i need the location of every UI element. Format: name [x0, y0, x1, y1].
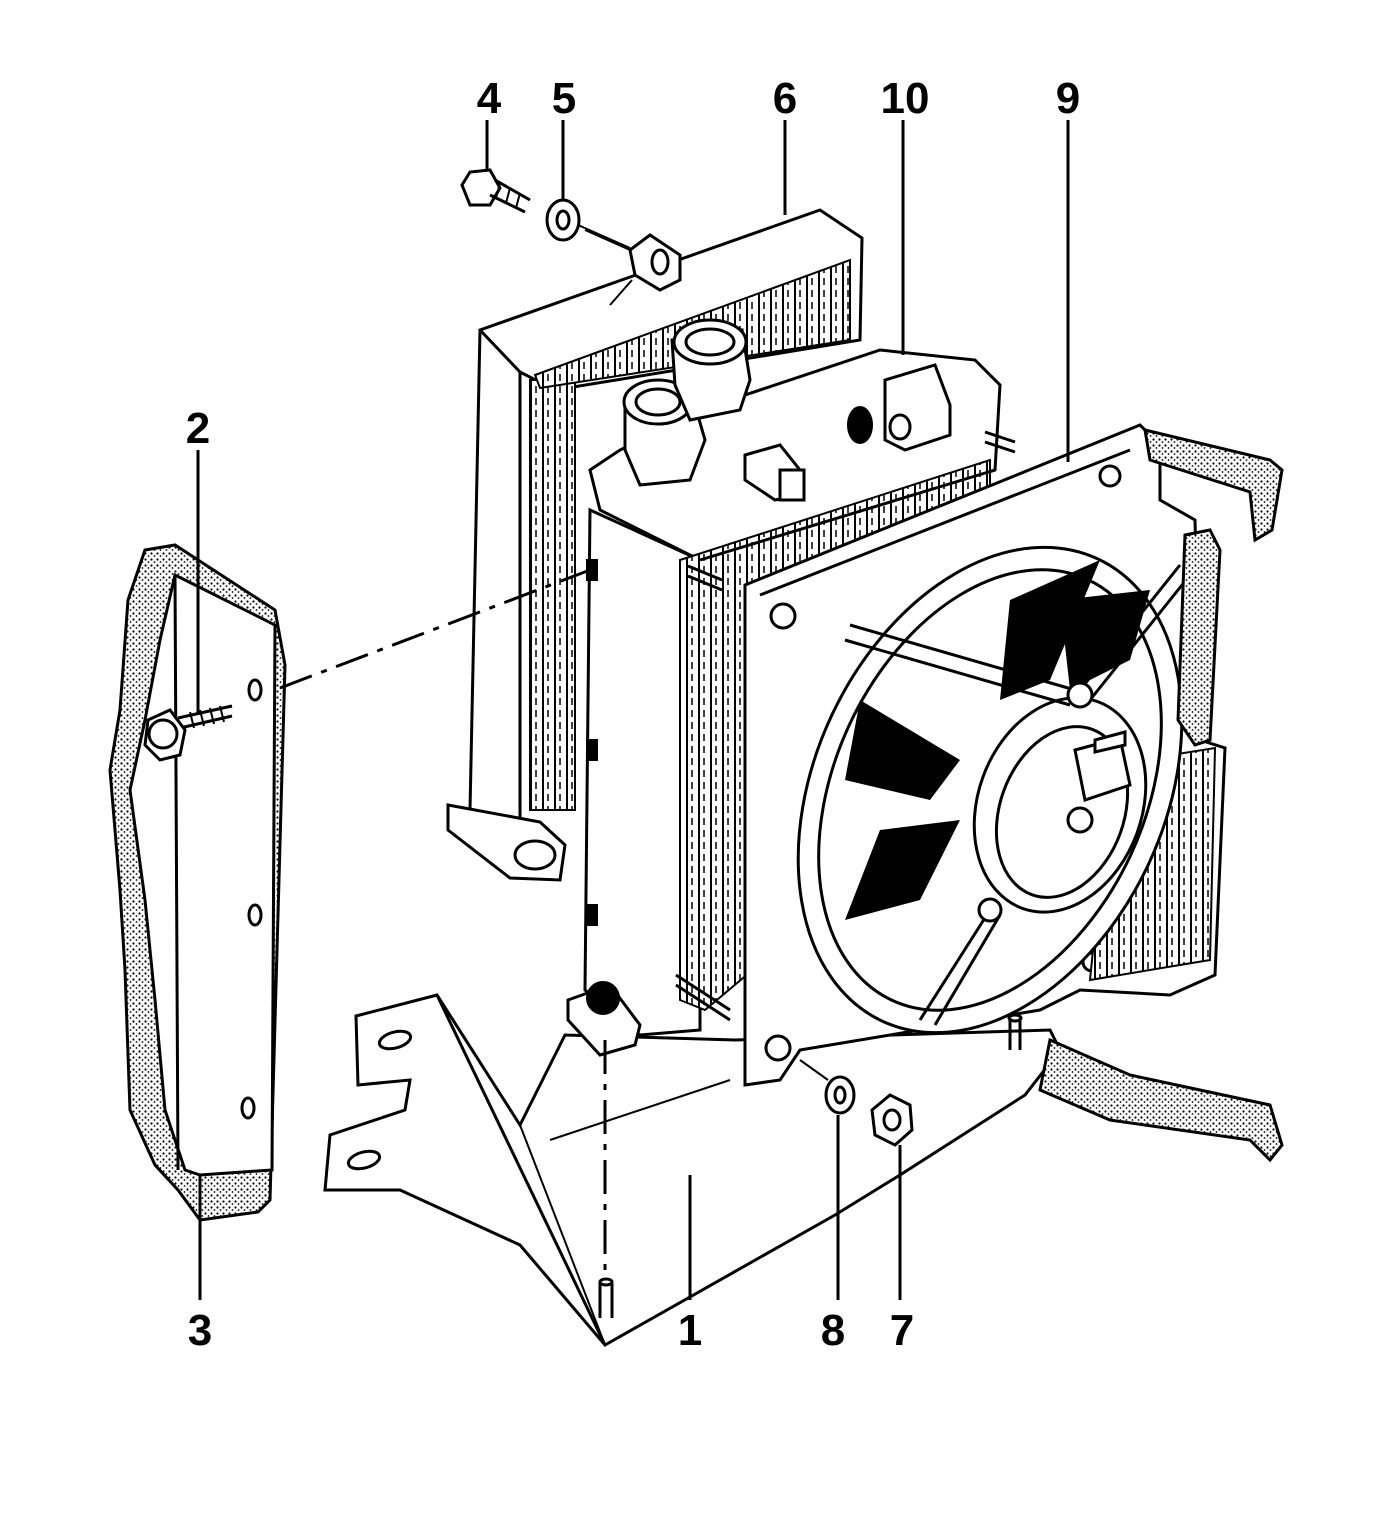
- callout-2: 2: [186, 404, 210, 453]
- callout-4: 4: [477, 74, 502, 123]
- header-tank: [588, 318, 1002, 562]
- callout-9: 9: [1056, 74, 1080, 123]
- callout-5: 5: [552, 74, 576, 123]
- nut-part-7: [870, 1093, 914, 1147]
- washer-part-5: [545, 198, 581, 242]
- assembly-lines: [279, 224, 829, 1280]
- screw-part-2: [143, 704, 233, 762]
- fan-shroud: [743, 423, 1227, 1087]
- base-bracket: [323, 993, 1062, 1347]
- callout-1: 1: [678, 1306, 702, 1355]
- callout-10: 10: [881, 74, 930, 123]
- leader-lines: [196, 120, 1070, 1300]
- bolt-part-4: [460, 168, 531, 214]
- callout-8: 8: [821, 1306, 845, 1355]
- callout-6: 6: [773, 74, 797, 123]
- callout-3: 3: [188, 1306, 212, 1355]
- shroud-seals: [1038, 428, 1284, 1163]
- callout-labels: 4 5 6 10 9 2 3 1 8 7: [186, 74, 1080, 1355]
- callout-7: 7: [890, 1306, 914, 1355]
- washer-part-8: [824, 1075, 856, 1115]
